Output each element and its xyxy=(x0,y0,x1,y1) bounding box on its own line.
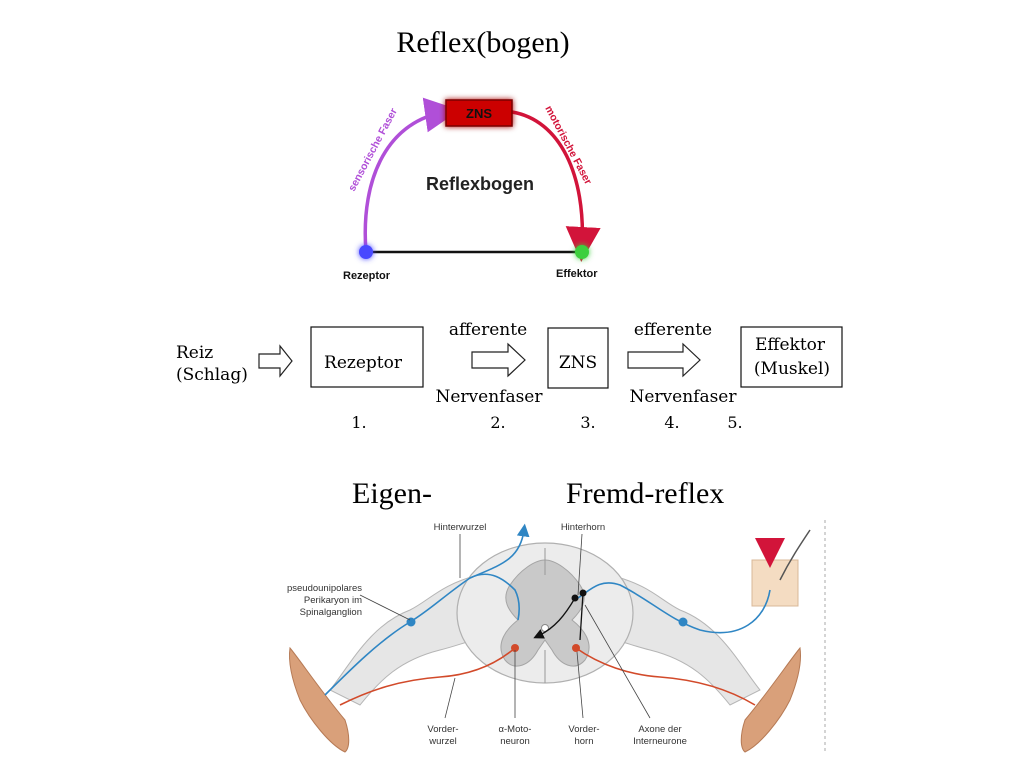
right-nerve-sheath xyxy=(609,574,761,706)
arrow-efferent xyxy=(627,342,701,378)
leader-pseudo xyxy=(359,594,411,621)
nervenfaser-2-label: Nervenfaser xyxy=(629,387,737,407)
zns-flow-label: ZNS xyxy=(559,353,597,373)
right-efferent-fiber xyxy=(575,647,756,706)
interneurone-label-1: Axone der xyxy=(638,724,681,735)
arrow-afferent xyxy=(471,342,526,378)
reflex-arc-diagram: ZNS Reflexbogen sensorische Faser motori… xyxy=(343,97,601,282)
step-4: 4. xyxy=(664,413,679,432)
right-afferent-fiber xyxy=(577,582,771,634)
motoneuron-label-2: neuron xyxy=(500,736,530,747)
schlag-label: (Schlag) xyxy=(176,365,248,385)
rezeptor-box-label: Rezeptor xyxy=(324,353,403,373)
nervenfaser-1-label: Nervenfaser xyxy=(435,387,543,407)
fremd-reflex-heading: Fremd-reflex xyxy=(566,477,724,510)
reiz-label: Reiz xyxy=(176,343,213,363)
spinal-cord-illustration: Hinterwurzel Hinterhorn pseudounipolares… xyxy=(287,520,826,753)
left-afferent-up xyxy=(469,523,530,579)
vorderwurzel-label-1: Vorder- xyxy=(427,724,458,735)
reflex-flow-chart: Reiz (Schlag) Rezeptor afferente Nervenf… xyxy=(176,320,843,432)
rezeptor-box xyxy=(310,326,424,388)
vorderwurzel-label-2: wurzel xyxy=(428,736,456,747)
step-2: 2. xyxy=(490,413,505,432)
right-muscle xyxy=(740,646,801,753)
leader-interneurone xyxy=(584,604,651,719)
receptor-label: Rezeptor xyxy=(343,270,391,282)
grey-matter xyxy=(500,559,590,667)
left-afferent-fiber xyxy=(324,573,521,696)
right-motoneuron xyxy=(572,644,580,652)
pseudo-label-1: pseudounipolares xyxy=(287,583,362,594)
interneuron-axon-down xyxy=(579,592,584,641)
page-title: Reflex(bogen) xyxy=(396,26,569,59)
left-nerve-sheath xyxy=(329,574,479,706)
effektor-label: Effektor xyxy=(755,335,826,355)
zns-label: ZNS xyxy=(466,106,492,121)
interneuron-axon-cross xyxy=(533,597,576,639)
leader-vorderhorn xyxy=(576,651,584,719)
step-3: 3. xyxy=(580,413,595,432)
skin-inset xyxy=(751,559,799,607)
step-5: 5. xyxy=(727,413,742,432)
afferente-label: afferente xyxy=(449,320,527,340)
left-efferent-fiber xyxy=(339,647,516,706)
skin-hair xyxy=(779,529,811,581)
effector-label: Effektor xyxy=(556,268,598,280)
pseudo-label-2: Perikaryon im xyxy=(304,595,362,606)
step-1: 1. xyxy=(351,413,366,432)
efferente-label: efferente xyxy=(634,320,712,340)
reflexbogen-label: Reflexbogen xyxy=(426,174,534,194)
vorderhorn-label-1: Vorder- xyxy=(568,724,599,735)
arrow-reiz-rezeptor xyxy=(258,344,293,378)
eigen-heading: Eigen- xyxy=(352,477,432,510)
effektor-box xyxy=(740,326,843,388)
motor-fiber-arc xyxy=(511,110,601,262)
zns-box xyxy=(445,99,513,127)
pseudo-label-3: Spinalganglion xyxy=(300,607,362,618)
vorderhorn-label-2: horn xyxy=(574,736,593,747)
effector-dot xyxy=(575,245,589,259)
left-muscle xyxy=(289,646,350,753)
zns-flow-box xyxy=(547,327,609,389)
sensory-fiber-arc xyxy=(363,97,460,253)
motor-fiber-label: motorische Faser xyxy=(542,104,594,187)
receptor-dot xyxy=(359,245,373,259)
motoneuron-label-1: α-Moto- xyxy=(499,724,532,735)
right-spinal-ganglion xyxy=(678,617,688,627)
muskel-label: (Muskel) xyxy=(754,359,830,379)
leader-vorderwurzel xyxy=(444,677,456,719)
hinterwurzel-label: Hinterwurzel xyxy=(434,522,487,533)
leader-hinterhorn xyxy=(577,533,583,596)
interneurone-label-2: Interneurone xyxy=(633,736,687,747)
hinterhorn-label: Hinterhorn xyxy=(561,522,605,533)
left-motoneuron xyxy=(511,644,519,652)
